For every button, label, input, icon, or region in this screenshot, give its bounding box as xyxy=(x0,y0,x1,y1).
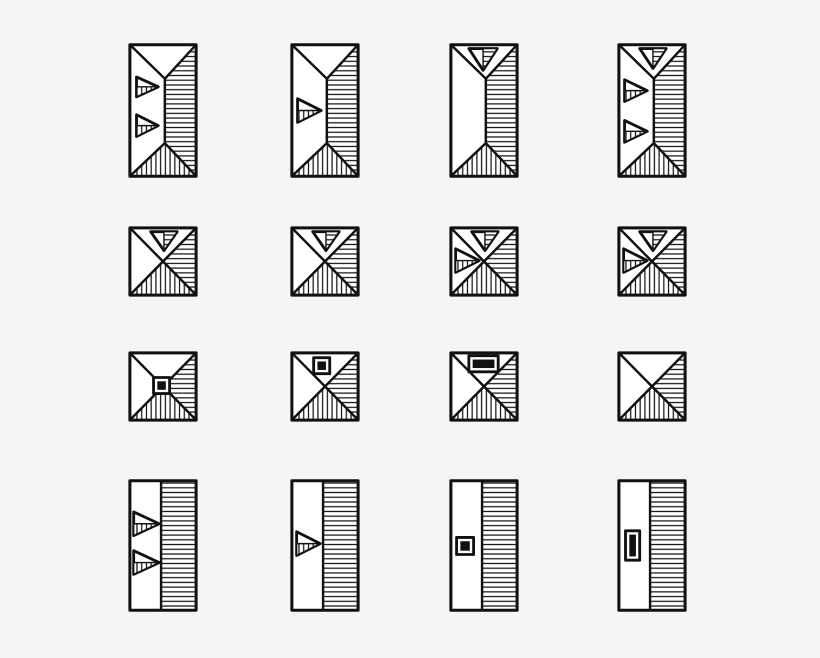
roof-right-slope-hatched xyxy=(648,479,687,612)
roof-outline xyxy=(617,351,687,422)
dormer-hatch xyxy=(623,89,648,103)
pyramid-roof-wide-skylight-icon xyxy=(449,351,519,422)
pyramid-roof-two-dormers-icon xyxy=(449,226,519,297)
dormer-hatch xyxy=(484,230,499,252)
dormer-hatch xyxy=(163,230,178,252)
hip-roof-three-dormers-icon xyxy=(617,43,687,178)
hip-roof-one-side-dormer-icon xyxy=(290,43,360,178)
dormer-hatch xyxy=(296,109,322,124)
roof-left-slope xyxy=(128,479,163,612)
skylight-glass-icon xyxy=(629,534,636,557)
dormer-hatch xyxy=(482,47,498,72)
skylight-glass-icon xyxy=(472,359,495,369)
roof-outline xyxy=(449,43,519,178)
roof-right-slope-hatched xyxy=(480,479,519,612)
roof-outline xyxy=(290,43,360,178)
roof-outline xyxy=(617,43,687,178)
dormer-hatch xyxy=(325,230,340,252)
dormer-hatch xyxy=(135,86,159,98)
roof-outline xyxy=(449,351,519,422)
roof-outline xyxy=(128,351,198,422)
roof-right-slope-hatched xyxy=(321,479,360,612)
dormer-hatch xyxy=(135,124,159,138)
pyramid-roof-plain-icon xyxy=(617,351,687,422)
gable-roof-one-dormer-icon xyxy=(290,479,360,612)
gable-roof-skylight-icon xyxy=(449,479,519,612)
roof-outline xyxy=(128,226,198,297)
pyramid-roof-top-dormer-icon xyxy=(128,226,198,297)
roof-outline xyxy=(128,479,198,612)
roof-outline xyxy=(290,226,360,297)
dormer-hatch xyxy=(454,259,480,274)
pyramid-roof-center-skylight-icon xyxy=(128,351,198,422)
roof-outline xyxy=(449,226,519,297)
hip-roof-end-dormer-icon xyxy=(449,43,519,178)
roof-outline xyxy=(617,479,687,612)
pyramid-roof-skylight-icon xyxy=(290,351,360,422)
roof-outline xyxy=(290,351,360,422)
dormer-hatch xyxy=(623,130,648,143)
dormer-hatch xyxy=(652,230,667,252)
gable-roof-two-dormers-icon xyxy=(128,479,198,612)
dormer-hatch xyxy=(295,542,321,557)
dormer-hatch xyxy=(132,523,160,537)
dormer-hatch xyxy=(622,259,648,274)
roof-outline xyxy=(449,479,519,612)
gable-roof-tall-skylight-icon xyxy=(617,479,687,612)
pyramid-roof-top-dormer-2-icon xyxy=(290,226,360,297)
roof-outline xyxy=(290,479,360,612)
skylight-glass-icon xyxy=(460,541,470,551)
pyramid-roof-two-dormers-2-icon xyxy=(617,226,687,297)
dormer-hatch xyxy=(132,561,160,576)
dormer-hatch xyxy=(652,47,667,70)
skylight-glass-icon xyxy=(317,361,326,370)
roof-outline xyxy=(617,226,687,297)
roof-right-slope-hatched xyxy=(159,479,198,612)
roof-outline xyxy=(128,43,198,178)
hip-roof-two-side-dormers-icon xyxy=(128,43,198,178)
skylight-glass-icon xyxy=(157,381,166,390)
